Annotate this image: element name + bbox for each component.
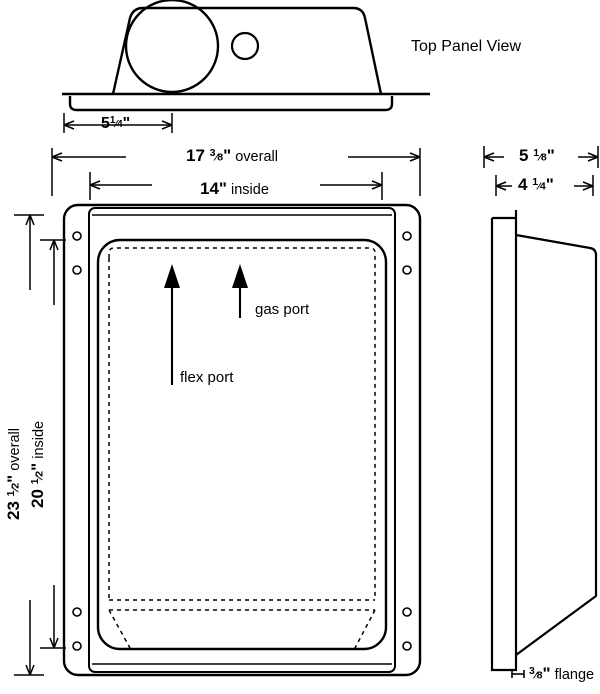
dim-den: 8 bbox=[217, 151, 224, 164]
dim-label-front-overall-height: 23 1⁄2" overall bbox=[4, 428, 23, 520]
dim-unit: " bbox=[545, 175, 554, 194]
dim-suffix: inside bbox=[31, 420, 47, 463]
front-recess-outline bbox=[96, 238, 388, 651]
dim-label-side-inside-depth: 4 1⁄4" bbox=[518, 175, 554, 194]
side-section-view bbox=[490, 210, 598, 678]
screw-hole bbox=[72, 641, 82, 651]
screw-hole bbox=[402, 231, 412, 241]
dim-num: 1 bbox=[5, 490, 18, 497]
dim-front-overall-height bbox=[14, 214, 44, 676]
dim-unit: " bbox=[223, 146, 232, 165]
dim-label-flange-thickness: 3⁄8" flange bbox=[529, 664, 595, 683]
dim-side-overall-depth bbox=[483, 146, 599, 168]
top-view-body-outline bbox=[111, 6, 383, 95]
screw-hole bbox=[402, 265, 412, 275]
dim-unit: " bbox=[4, 474, 23, 483]
dim-num: 3 bbox=[529, 665, 535, 678]
dim-suffix: overall bbox=[231, 149, 278, 165]
flex-port-label: flex port bbox=[180, 369, 234, 386]
dim-front-overall-width bbox=[51, 148, 421, 196]
dim-front-inside-width bbox=[89, 172, 383, 200]
screw-hole bbox=[72, 265, 82, 275]
dim-whole: 4 bbox=[518, 175, 528, 194]
dim-label-front-overall-width: 17 3⁄8" overall bbox=[186, 146, 278, 165]
top-panel-view-title: Top Panel View bbox=[411, 38, 521, 55]
dim-unit: " bbox=[542, 664, 551, 683]
dim-den: 2 bbox=[9, 482, 22, 489]
dim-den: 4 bbox=[117, 119, 123, 131]
dim-whole: 14 bbox=[200, 179, 219, 198]
dim-num: 1 bbox=[29, 478, 42, 485]
front-cavity-hidden-top bbox=[108, 247, 376, 600]
side-flange-strip bbox=[490, 210, 518, 672]
dim-den: 8 bbox=[536, 669, 543, 682]
front-step-taper-left bbox=[108, 609, 131, 649]
top-view-flange-bar bbox=[68, 96, 394, 112]
dim-unit: " bbox=[218, 179, 227, 198]
dim-num: 3 bbox=[209, 147, 216, 160]
dim-label-top-width: 51⁄4" bbox=[101, 115, 131, 132]
dim-den: 2 bbox=[33, 470, 46, 477]
dim-den: 8 bbox=[540, 151, 547, 164]
dim-whole: 20 bbox=[28, 489, 47, 508]
flange-thickness-leader bbox=[511, 670, 525, 678]
screw-hole bbox=[72, 231, 82, 241]
screw-hole bbox=[72, 607, 82, 617]
dim-label-front-inside-height: 20 1⁄2" inside bbox=[28, 420, 47, 508]
screw-hole bbox=[402, 607, 412, 617]
dim-whole: 5 bbox=[519, 146, 529, 165]
gas-port-label: gas port bbox=[255, 301, 310, 318]
dim-side-inside-depth bbox=[495, 175, 594, 196]
dim-unit: " bbox=[122, 115, 131, 132]
dim-num: 1 bbox=[109, 115, 116, 127]
front-elevation-view bbox=[62, 203, 422, 677]
dim-front-inside-height bbox=[40, 239, 66, 649]
dim-num: 1 bbox=[532, 176, 539, 189]
front-step-taper-right bbox=[354, 609, 376, 649]
front-flange-inner-edge bbox=[88, 207, 396, 673]
front-outer-flange bbox=[62, 203, 422, 677]
flex-port-leader bbox=[164, 264, 180, 385]
dim-suffix: inside bbox=[226, 182, 269, 198]
dim-unit: " bbox=[28, 462, 47, 471]
dim-label-front-inside-width: 14" inside bbox=[200, 180, 269, 198]
dim-whole: 17 bbox=[186, 146, 205, 165]
side-body-profile bbox=[515, 233, 598, 656]
flex-port-circle bbox=[124, 0, 220, 94]
dim-num: 1 bbox=[533, 147, 540, 160]
dim-suffix: flange bbox=[550, 667, 595, 683]
dim-whole: 5 bbox=[101, 115, 110, 132]
dim-whole: 23 bbox=[4, 501, 23, 520]
screw-hole bbox=[402, 641, 412, 651]
dim-suffix: overall bbox=[7, 428, 23, 475]
dim-top-width bbox=[63, 113, 173, 133]
top-panel-view bbox=[62, 0, 430, 112]
dim-den: 4 bbox=[539, 180, 546, 193]
dim-unit: " bbox=[546, 146, 555, 165]
dim-label-side-overall-depth: 5 1⁄8" bbox=[519, 146, 555, 165]
gas-port-leader bbox=[232, 264, 248, 318]
gas-port-circle bbox=[230, 31, 260, 61]
